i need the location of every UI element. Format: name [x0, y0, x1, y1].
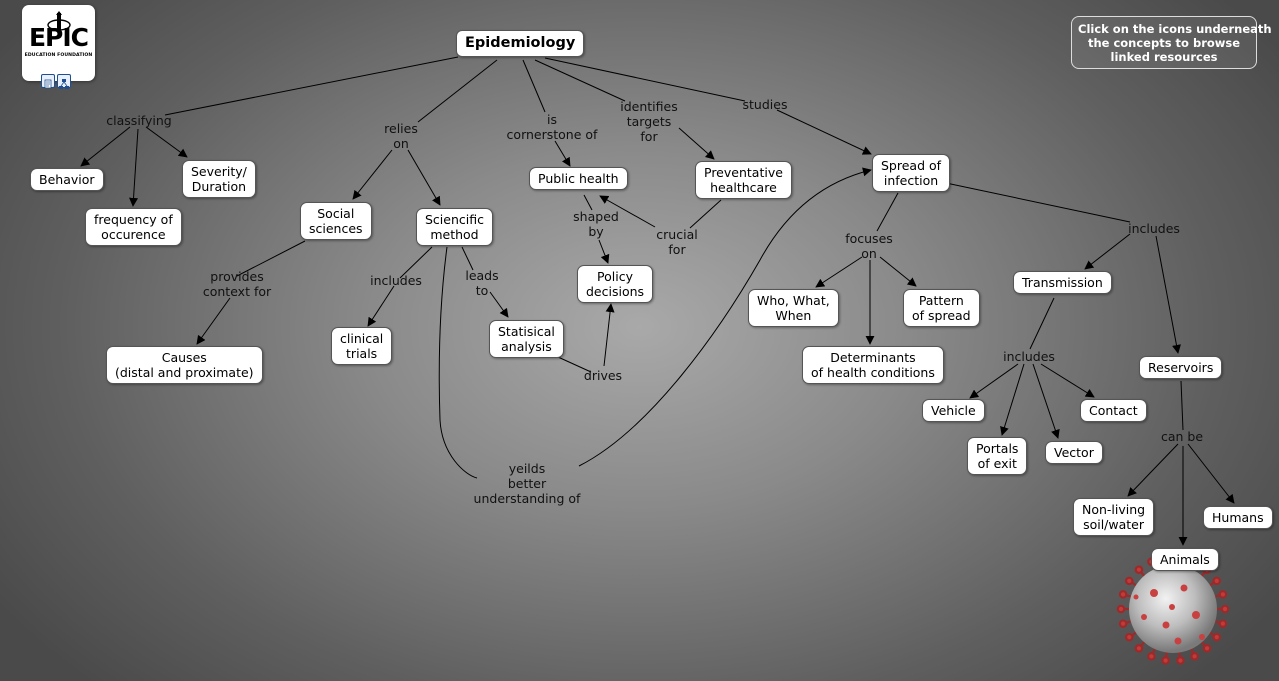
label-identifies-targets: identifies targets for: [620, 99, 678, 144]
label-includes-trials: includes: [370, 273, 422, 288]
label-can-be: can be: [1160, 429, 1204, 444]
label-relies-on: relies on: [384, 121, 418, 151]
label-leads-to: leads to: [465, 268, 499, 298]
node-contact[interactable]: Contact: [1080, 399, 1147, 422]
node-clinical-trials[interactable]: clinical trials: [331, 327, 393, 365]
label-drives: drives: [583, 368, 623, 383]
link-epi-cornerstone: [522, 59, 546, 113]
node-social-sciences[interactable]: Social sciences: [300, 202, 372, 240]
label-is-cornerstone: is cornerstone of: [506, 112, 598, 142]
label-crucial-for: crucial for: [656, 227, 698, 257]
node-transmission[interactable]: Transmission: [1013, 271, 1112, 294]
node-preventative[interactable]: Preventative healthcare: [695, 161, 792, 199]
logo-word: EPIC: [28, 23, 89, 52]
label-includes-spread: includes: [1128, 221, 1180, 236]
logo-subtitle: EDUCATION FOUNDATION: [24, 53, 93, 58]
link-epi-relies: [417, 59, 498, 123]
node-pattern[interactable]: Pattern of spread: [903, 289, 980, 327]
node-reservoirs[interactable]: Reservoirs: [1139, 356, 1223, 379]
node-humans[interactable]: Humans: [1203, 506, 1273, 529]
node-policy[interactable]: Policy decisions: [577, 265, 654, 303]
node-causes[interactable]: Causes (distal and proximate): [106, 346, 263, 384]
logo-resource-icons: [41, 74, 71, 89]
label-shaped-by: shaped by: [573, 209, 619, 239]
link-epi-identifies: [534, 59, 626, 102]
node-vector[interactable]: Vector: [1045, 441, 1103, 464]
link-yields-left: [438, 246, 478, 479]
node-severity[interactable]: Severity/ Duration: [182, 160, 256, 198]
label-provides-context: provides context for: [202, 269, 272, 299]
node-vehicle[interactable]: Vehicle: [922, 399, 985, 422]
node-scientific-method[interactable]: Sciencific method: [416, 208, 493, 246]
link-yields-right: [578, 167, 872, 467]
node-epidemiology[interactable]: Epidemiology: [456, 30, 585, 57]
link-epi-studies: [544, 57, 746, 102]
epic-logo: EPIC EDUCATION FOUNDATION: [22, 5, 95, 81]
label-yields: yeilds better understanding of: [473, 461, 581, 506]
info-note: Click on the icons underneath the concep…: [1071, 16, 1272, 69]
concept-map-icon[interactable]: [57, 74, 71, 89]
node-statistical[interactable]: Statisical analysis: [489, 320, 564, 358]
logo-emblem-icon: [47, 11, 71, 32]
label-focuses-on: focuses on: [845, 231, 893, 261]
node-spread[interactable]: Spread of infection: [872, 154, 951, 192]
label-studies: studies: [742, 97, 788, 112]
link-epi-classifying: [164, 56, 459, 116]
node-frequency[interactable]: frequency of occurence: [85, 208, 182, 246]
node-who-what[interactable]: Who, What, When: [748, 289, 839, 327]
node-public-health[interactable]: Public health: [529, 167, 628, 190]
node-animals[interactable]: Animals: [1151, 548, 1219, 571]
node-determinants[interactable]: Determinants of health conditions: [802, 346, 944, 384]
node-behavior[interactable]: Behavior: [30, 168, 104, 191]
node-portals[interactable]: Portals of exit: [967, 437, 1028, 475]
document-icon[interactable]: [41, 74, 55, 89]
node-nonliving[interactable]: Non-living soil/water: [1073, 498, 1155, 536]
label-includes-transmission: includes: [1003, 349, 1055, 364]
label-classifying: classifying: [106, 113, 172, 128]
